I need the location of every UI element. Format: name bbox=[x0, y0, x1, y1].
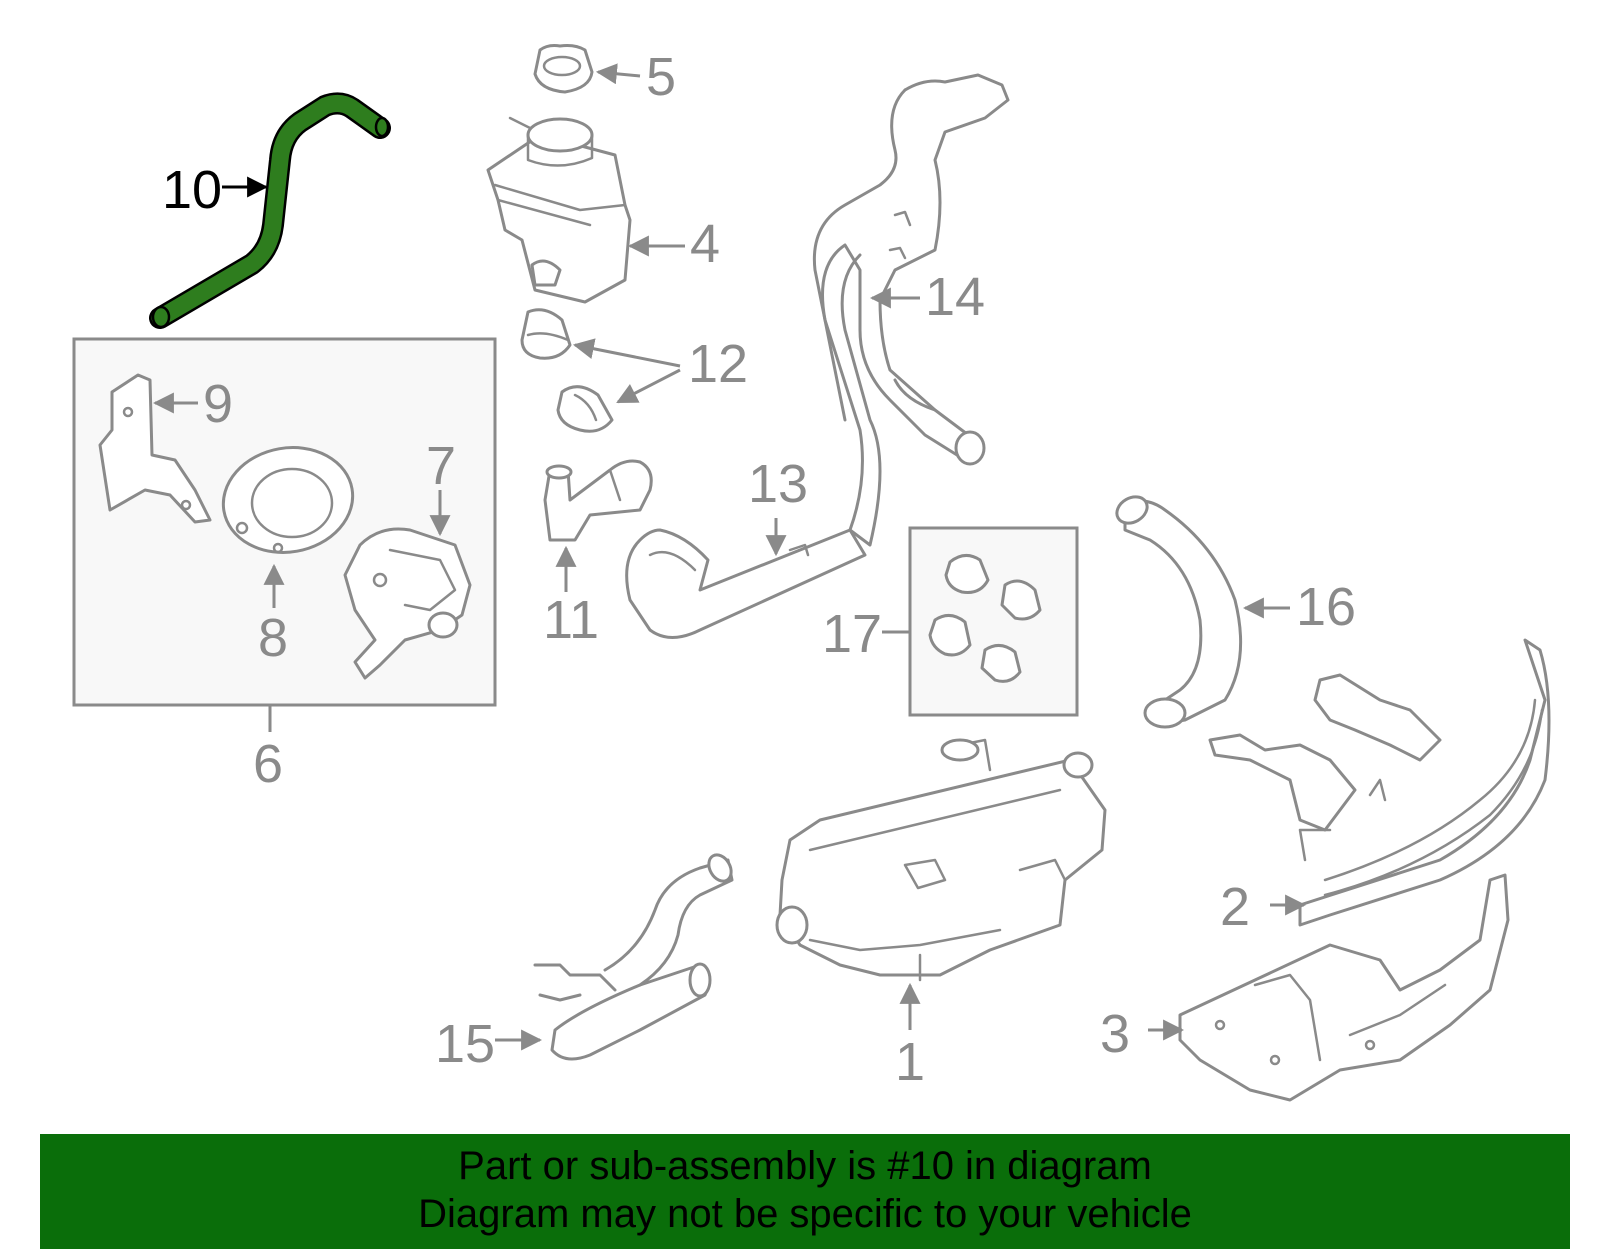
callout-17: 17 bbox=[822, 604, 882, 664]
callout-14: 14 bbox=[925, 267, 985, 327]
part-10-hose[interactable] bbox=[149, 92, 391, 329]
callout-6: 6 bbox=[253, 734, 283, 794]
callout-7: 7 bbox=[426, 436, 456, 496]
banner-line-2: Diagram may not be specific to your vehi… bbox=[418, 1192, 1192, 1236]
callout-12: 12 bbox=[688, 334, 748, 394]
part-11-elbow-hose bbox=[543, 459, 653, 542]
callout-9: 9 bbox=[203, 374, 233, 434]
part-3-lower-bracket bbox=[1178, 873, 1510, 1102]
callout-4: 4 bbox=[690, 214, 720, 274]
callout-5: 5 bbox=[646, 47, 676, 107]
part-5-cap bbox=[533, 44, 594, 94]
part-9-bracket bbox=[98, 373, 212, 524]
part-14-long-hose bbox=[812, 73, 1010, 547]
part-17-clamps bbox=[928, 554, 1042, 683]
part-16-curved-hose bbox=[1115, 495, 1243, 729]
part-2-bracket bbox=[1208, 638, 1551, 927]
callout-10: 10 bbox=[162, 160, 222, 220]
callout-1: 1 bbox=[895, 1032, 925, 1092]
part-13-hose bbox=[625, 528, 867, 639]
part-12-clamps bbox=[520, 308, 614, 433]
part-7-water-pump bbox=[343, 527, 472, 680]
callout-11: 11 bbox=[543, 590, 599, 650]
callout-3: 3 bbox=[1100, 1004, 1130, 1064]
callout-2: 2 bbox=[1220, 877, 1250, 937]
callout-16: 16 bbox=[1296, 577, 1356, 637]
callout-15: 15 bbox=[435, 1014, 495, 1074]
part-15-y-hose bbox=[533, 853, 734, 1061]
part-4-reservoir bbox=[486, 116, 632, 304]
info-banner: Part or sub-assembly is #10 in diagram D… bbox=[40, 1134, 1570, 1249]
callout-8: 8 bbox=[258, 608, 288, 668]
callout-13: 13 bbox=[748, 454, 808, 514]
part-8-gasket bbox=[221, 446, 355, 554]
banner-line-1: Part or sub-assembly is #10 in diagram bbox=[458, 1144, 1152, 1188]
part-1-module bbox=[775, 738, 1107, 982]
